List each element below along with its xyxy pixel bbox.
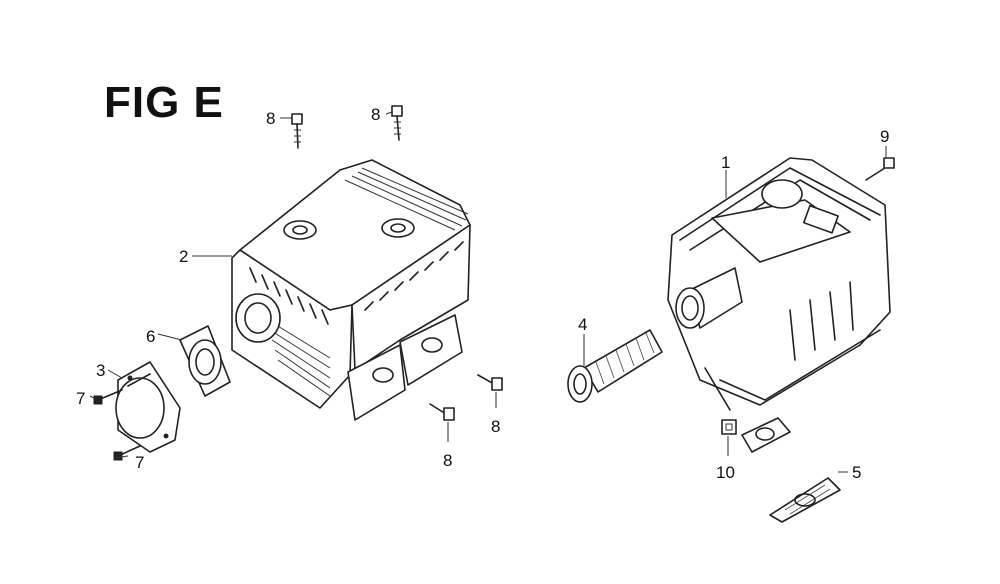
nut-10 [721,419,737,435]
callout-8-top-left: 8 [266,109,275,128]
callout-8-bottom: 8 [443,451,452,470]
muffler-gasket-lower [769,477,841,523]
muffler-cover [115,361,181,453]
bolt-9 [865,157,895,181]
bolt-8-top-left [291,113,303,149]
callout-8-side: 8 [491,417,500,436]
leader-lines [89,111,887,473]
bolt-7-lower [113,445,141,461]
muffler-protector [231,159,471,421]
callout-3: 3 [96,361,105,380]
callout-1: 1 [721,153,730,172]
muffler-gasket-upper [741,417,791,453]
muffler-body [667,157,891,411]
callout-10: 10 [716,463,735,482]
bolt-8-top-right [391,105,403,141]
exhaust-gasket [179,325,231,397]
callout-7-upper: 7 [76,389,85,408]
callout-4: 4 [578,315,587,334]
bolt-8-side [477,374,503,391]
bolt-7-upper [93,389,123,405]
callout-9: 9 [880,127,889,146]
spark-arrester [567,329,663,403]
callout-8-top-right: 8 [371,105,380,124]
callout-7-lower: 7 [135,453,144,472]
figure-title: FIG E [104,78,224,127]
bolt-8-bottom [429,403,455,421]
callout-6: 6 [146,327,155,346]
callout-5: 5 [852,463,861,482]
callout-2: 2 [179,247,188,266]
